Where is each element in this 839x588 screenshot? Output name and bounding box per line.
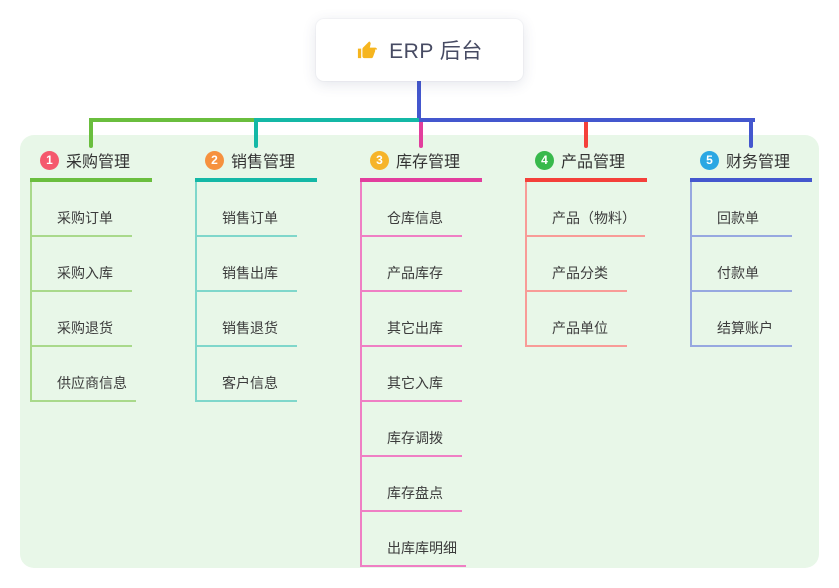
branch-topic[interactable]: 3 库存管理 <box>360 146 482 182</box>
child-topic[interactable]: 结算账户 <box>692 292 792 347</box>
child-topic[interactable]: 库存调拨 <box>362 402 462 457</box>
branch-children: 采购订单采购入库采购退货供应商信息 <box>30 182 136 402</box>
root-topic-label: ERP 后台 <box>389 40 483 63</box>
child-topic[interactable]: 供应商信息 <box>32 347 136 402</box>
branch-number-badge: 3 <box>370 150 389 170</box>
branch-drop-line <box>584 121 588 148</box>
branch-children: 仓库信息产品库存其它出库其它入库库存调拨库存盘点出库库明细 <box>360 182 466 567</box>
child-topic[interactable]: 产品分类 <box>527 237 627 292</box>
rail-segment <box>89 118 258 122</box>
child-topic[interactable]: 仓库信息 <box>362 182 462 237</box>
child-topic[interactable]: 采购入库 <box>32 237 132 292</box>
branch-topic-label: 产品管理 <box>561 154 626 171</box>
child-topic[interactable]: 库存盘点 <box>362 457 462 512</box>
rail-segment <box>419 118 755 122</box>
branch-topic-label: 财务管理 <box>726 154 791 171</box>
branch-3: 3 库存管理仓库信息产品库存其它出库其它入库库存调拨库存盘点出库库明细 <box>360 146 525 567</box>
rail-segment <box>254 118 423 122</box>
branch-topic[interactable]: 2 销售管理 <box>195 146 317 182</box>
child-topic[interactable]: 出库库明细 <box>362 512 466 567</box>
trunk-line <box>417 81 421 119</box>
child-topic[interactable]: 销售订单 <box>197 182 297 237</box>
branch-topic[interactable]: 4 产品管理 <box>525 146 647 182</box>
mindmap-panel <box>20 135 819 568</box>
child-topic[interactable]: 付款单 <box>692 237 792 292</box>
child-topic[interactable]: 回款单 <box>692 182 792 237</box>
branch-number-badge: 1 <box>40 150 59 170</box>
branch-topic-label: 采购管理 <box>66 154 131 171</box>
child-topic[interactable]: 产品单位 <box>527 292 627 347</box>
branch-number-badge: 5 <box>700 150 719 170</box>
branch-topic-label: 库存管理 <box>396 154 461 171</box>
branch-4: 4 产品管理产品（物料）产品分类产品单位 <box>525 146 690 347</box>
child-topic[interactable]: 产品（物料） <box>527 182 645 237</box>
branch-topic[interactable]: 5 财务管理 <box>690 146 812 182</box>
branch-children: 回款单付款单结算账户 <box>690 182 792 347</box>
child-topic[interactable]: 销售退货 <box>197 292 297 347</box>
branch-5: 5 财务管理回款单付款单结算账户 <box>690 146 839 347</box>
branch-drop-line <box>749 121 753 148</box>
branch-1: 1 采购管理采购订单采购入库采购退货供应商信息 <box>30 146 195 402</box>
branch-topic[interactable]: 1 采购管理 <box>30 146 152 182</box>
child-topic[interactable]: 采购订单 <box>32 182 132 237</box>
child-topic[interactable]: 其它出库 <box>362 292 462 347</box>
branch-drop-line <box>419 121 423 148</box>
child-topic[interactable]: 采购退货 <box>32 292 132 347</box>
branch-children: 产品（物料）产品分类产品单位 <box>525 182 645 347</box>
child-topic[interactable]: 销售出库 <box>197 237 297 292</box>
branch-children: 销售订单销售出库销售退货客户信息 <box>195 182 297 402</box>
branch-2: 2 销售管理销售订单销售出库销售退货客户信息 <box>195 146 360 402</box>
branch-drop-line <box>89 121 93 148</box>
branch-number-badge: 4 <box>535 150 554 170</box>
child-topic[interactable]: 其它入库 <box>362 347 462 402</box>
child-topic[interactable]: 客户信息 <box>197 347 297 402</box>
root-topic[interactable]: ERP 后台 <box>316 19 523 81</box>
thumbs-up-icon <box>356 39 379 62</box>
child-topic[interactable]: 产品库存 <box>362 237 462 292</box>
branch-drop-line <box>254 121 258 148</box>
branch-topic-label: 销售管理 <box>231 154 296 171</box>
branch-number-badge: 2 <box>205 150 224 170</box>
